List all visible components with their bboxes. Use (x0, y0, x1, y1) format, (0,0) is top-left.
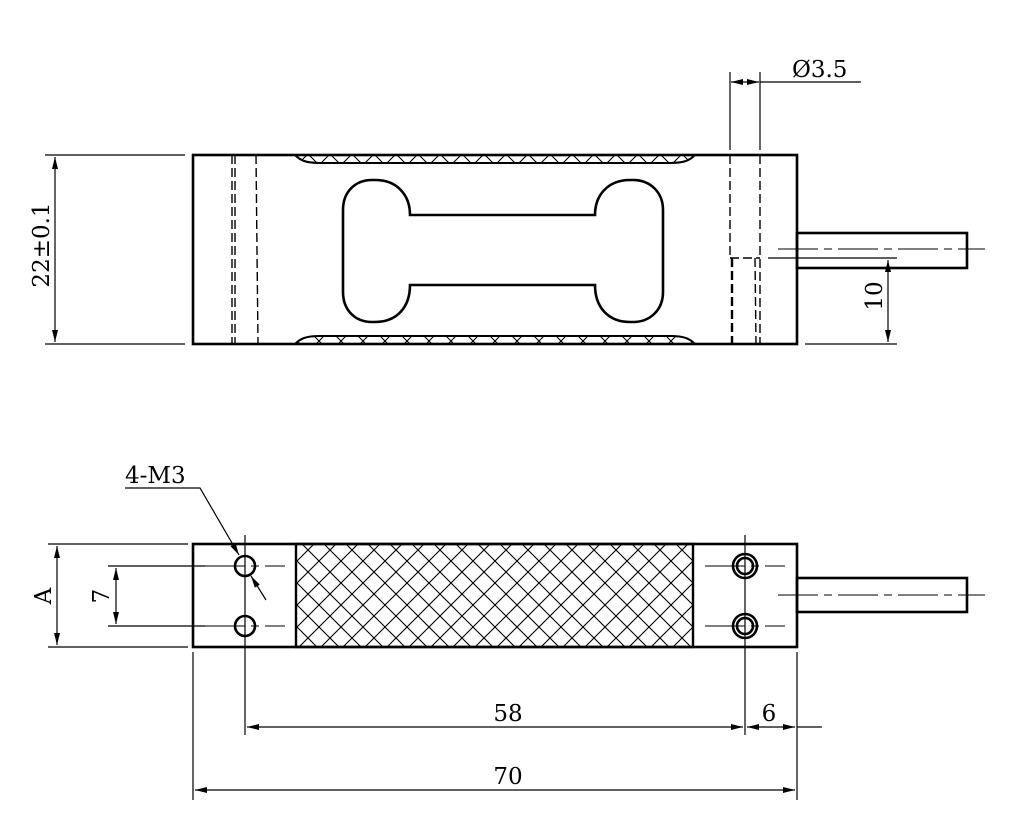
bottom-hatch-strip (292, 335, 698, 345)
dogbone-cutout (341, 178, 665, 324)
width-dimension-label: A (31, 587, 57, 605)
hole-callout-label: 4-M3 (125, 463, 186, 489)
height-dimension-label: 22±0.1 (29, 202, 55, 287)
body-outline (191, 153, 799, 346)
horizontal-hole-spacing-label: 58 (493, 701, 522, 727)
cable (795, 576, 969, 614)
leader-line (250, 575, 267, 601)
leader-line (125, 487, 240, 556)
overall-length-label: 70 (493, 764, 522, 790)
hole-edge-offset-label: 6 (762, 701, 777, 727)
cable-offset-label: 10 (862, 281, 888, 310)
top-view: 22±0.1 Ø3.5 10 (29, 57, 985, 346)
hatched-gauge-area (294, 542, 695, 649)
top-hatch-strip (292, 154, 698, 164)
mounting-holes (205, 535, 785, 735)
cable (795, 231, 969, 270)
hidden-bore-right-4 (754, 257, 757, 345)
bottom-view: 4-M3 A 7 58 6 70 (31, 463, 985, 800)
hole-diameter-label: Ø3.5 (792, 57, 847, 83)
hidden-bore-left-3 (255, 154, 259, 345)
vertical-hole-spacing-label: 7 (89, 589, 115, 604)
